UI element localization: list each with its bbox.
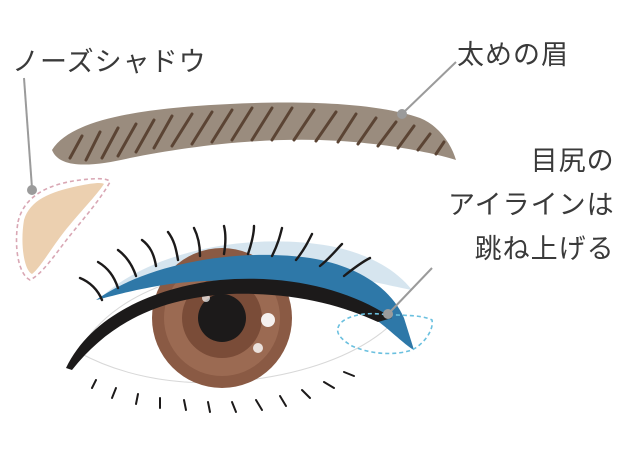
guide-lines [23,61,457,319]
pupil [198,294,246,342]
upper-lash-line [66,278,392,370]
eyeliner-label-line-2: アイラインは [448,190,615,221]
upper-lashes [78,224,372,302]
brow-hairs [68,106,446,162]
nose-shadow-patch [15,177,111,281]
eyeliner-label-line-1: 目尻の [530,146,615,177]
blue-eyeliner [96,254,414,350]
nose-shadow-label: ノーズシャドウ [12,47,207,78]
eyeliner-label-line-3: 跳ね上げる [474,234,615,265]
eyebrow-illustration [52,102,456,165]
lower-lashes [91,371,355,413]
flick-highlight-outline [336,312,434,355]
thick-brow-label: 太めの眉 [457,40,569,71]
eyeliner-label-block: 目尻の アイラインは 跳ね上げる [448,140,615,272]
eyeshadow [98,241,412,300]
iris-highlight [261,313,275,327]
